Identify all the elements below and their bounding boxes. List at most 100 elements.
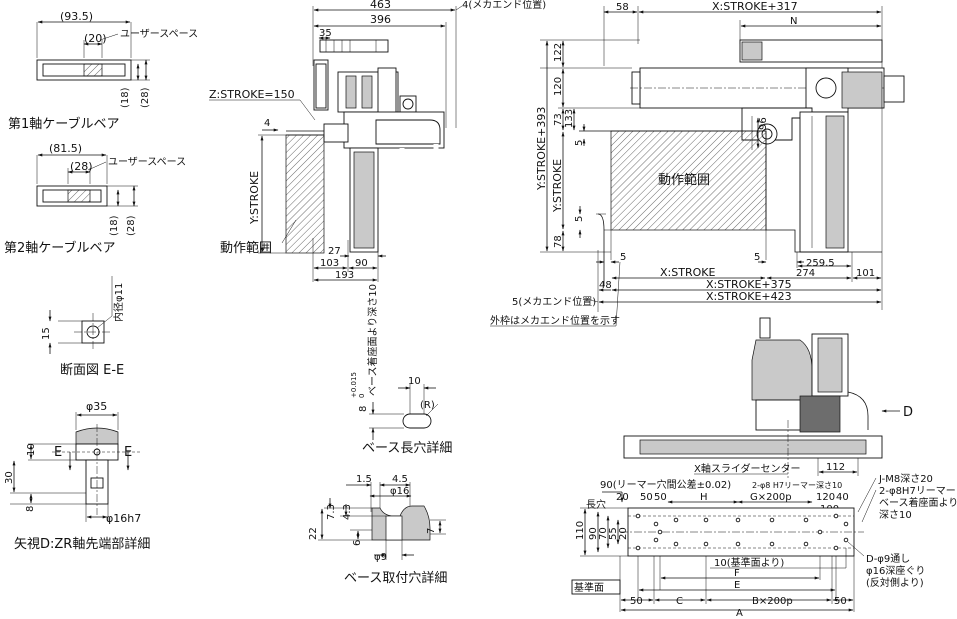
side-dim-193: 193 (335, 270, 354, 281)
base-depth10: 深さ10 (879, 509, 912, 521)
section-ee-dim-15: 15 (41, 327, 52, 340)
view-d-e-left: E (54, 445, 62, 460)
top-dim-122: 122 (553, 43, 564, 62)
mount-dim-6: 6 (352, 540, 363, 546)
side-dim-4: 4 (264, 118, 270, 129)
front-arrow-d: D (903, 405, 913, 420)
top-y-stroke-393: Y:STROKE+393 (535, 107, 548, 191)
mount-detail: 1.5 4.5 φ16 7.3 4.3 22 6 7 φ9 ベース取付穴詳細 (308, 474, 447, 586)
view-d-dia-35: φ35 (86, 400, 107, 413)
slot-note: ベース着座面より深さ10 (366, 284, 379, 396)
slot-radius: (R) (420, 400, 435, 411)
base-dim-50c: 50 (630, 596, 643, 607)
base-dim-120: 120 (816, 492, 835, 503)
view-d-dim-10: 10 (26, 443, 37, 456)
cb1-title: 第1軸ケーブルベア (8, 116, 120, 132)
mount-dim-7-3: 7.3 (326, 504, 337, 520)
mount-title: ベース取付穴詳細 (344, 570, 447, 586)
side-dim-27: 27 (328, 246, 341, 257)
base-ref-from-base: 10(基準面より) (714, 556, 784, 569)
top-mech-end: 5(メカエンド位置) (512, 295, 596, 308)
base-dim-c: C (676, 596, 683, 607)
cb2-dim-h1: (18) (109, 215, 120, 236)
view-d-dim-30: 30 (4, 471, 15, 484)
base-dim-a: A (736, 608, 743, 619)
slot-dim-10: 10 (408, 376, 421, 387)
base-dim-g: G×200p (750, 492, 792, 503)
top-dim-274: 274 (796, 268, 815, 279)
mount-dim-4-3: 4.3 (342, 504, 353, 520)
base-plan: 90(リーマー穴間公差±0.02) 2-φ8 H7リーマー深さ10 J-M8深さ… (571, 473, 957, 619)
cb2-user-space-label: ユーザースペース (108, 156, 186, 168)
side-z-stroke: Z:STROKE=150 (209, 88, 295, 101)
mount-dim-7: 7 (426, 528, 437, 534)
top-dim-5d: 5 (754, 252, 760, 263)
cb1-dim-total: (93.5) (60, 10, 93, 23)
section-ee-title: 断面図 E-E (60, 363, 124, 378)
cb1-dim-h1: (18) (120, 87, 131, 108)
base-phi8h7: 2-φ8H7リーマー (879, 486, 956, 497)
top-dim-259-5: 259.5 (806, 258, 835, 269)
base-dim-20b: 20 (618, 527, 629, 540)
base-dim-50a: 50 (640, 492, 653, 503)
side-dim-90: 90 (355, 258, 368, 269)
top-dim-48: 48 (599, 280, 612, 291)
top-dim-78: 78 (553, 235, 564, 248)
cb2-title: 第2軸ケーブルベア (4, 240, 116, 256)
top-x-stroke-375: X:STROKE+375 (706, 278, 792, 291)
front-view: D 112 X軸スライダーセンター (623, 317, 913, 478)
slot-detail: 8 +0.015 0 ベース着座面より深さ10 10 (R) ベース長穴詳細 (350, 284, 452, 456)
slot-dim-8: 8 (358, 406, 369, 412)
slot-tol-upper: +0.015 (350, 372, 358, 398)
side-view: 463 396 4(メカエンド位置) 35 Z:STROKE=150 4 (209, 0, 546, 282)
cb2-dim-total: (81.5) (49, 142, 82, 155)
base-holes (635, 513, 849, 551)
top-dim-101: 101 (856, 268, 875, 279)
top-dim-n: N (790, 16, 797, 27)
side-mech-end: 4(メカエンド位置) (462, 0, 546, 11)
base-dim-90: 90 (588, 527, 599, 540)
top-view: 58 X:STROKE+317 N 動作範囲 (490, 0, 905, 327)
base-dim-55: 55 (608, 527, 619, 540)
base-dim-20: 20 (616, 492, 629, 503)
top-dim-58: 58 (616, 2, 629, 13)
base-phi8-reamer: 2-φ8 H7リーマー深さ10 (752, 481, 842, 490)
top-dim-133: 133 (564, 109, 575, 128)
top-dim-120: 120 (553, 77, 564, 96)
cb1-dim-user: (20) (84, 32, 107, 45)
base-slot: 長穴 (586, 498, 606, 511)
top-x-stroke-423: X:STROKE+423 (706, 290, 792, 303)
cb1-user-space-label: ユーザースペース (120, 28, 198, 40)
base-dim-f: F (734, 568, 740, 579)
side-work-area (285, 134, 325, 254)
mount-dia-16: φ16 (390, 486, 409, 497)
side-dim-396: 396 (370, 13, 391, 26)
base-seat: ベース着座面より (879, 496, 957, 509)
base-dim-110: 110 (575, 521, 586, 540)
side-work-area-label: 動作範囲 (220, 241, 272, 256)
top-dim-5c: 5 (620, 252, 626, 263)
slot-title: ベース長穴詳細 (362, 440, 452, 456)
mount-dim-22: 22 (308, 527, 319, 540)
mount-dim-1-5: 1.5 (356, 474, 372, 485)
top-work-area-label: 動作範囲 (658, 173, 710, 188)
side-dim-35: 35 (319, 28, 332, 39)
base-dim-50d: 50 (834, 596, 847, 607)
view-d-title: 矢視D:ZR軸先端部詳細 (14, 536, 150, 552)
top-dim-96: 96 (758, 117, 769, 130)
front-slider-center: X軸スライダーセンター (694, 462, 800, 475)
side-cable-bear (319, 39, 389, 53)
mount-dia-9: φ9 (374, 552, 387, 563)
base-dim-50b: 50 (654, 492, 667, 503)
slot-shape (402, 413, 432, 429)
cb2-dim-user: (28) (70, 160, 93, 173)
slot-tol-lower: 0 (358, 394, 366, 398)
top-dim-5b: 5 (574, 216, 585, 222)
base-dim-b: B×200p (752, 596, 793, 607)
view-d: φ35 E E 10 30 8 φ16h7 矢視D:ZR軸先端部詳細 (4, 400, 150, 552)
base-j-m8: J-M8深さ20 (878, 473, 933, 485)
base-dim-40: 40 (836, 492, 849, 503)
top-dim-5a: 5 (574, 140, 585, 146)
cb2-user-space (67, 189, 91, 203)
